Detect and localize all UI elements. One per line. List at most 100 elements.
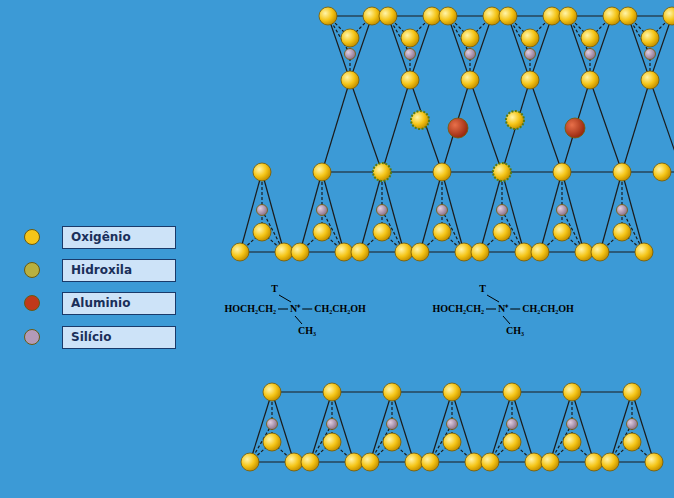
bond-line — [650, 16, 672, 80]
oxygen-atom — [275, 243, 293, 261]
hydroxyl-atom — [411, 111, 429, 129]
silicon-atom — [317, 205, 328, 216]
oxygen-atom — [525, 453, 543, 471]
silicon-atom — [617, 205, 628, 216]
oxygen-atom — [285, 453, 303, 471]
silicon-atom — [557, 205, 568, 216]
bond-stroke — [510, 309, 520, 310]
bond-line — [502, 80, 530, 172]
bond-stroke — [279, 295, 291, 302]
oxygen-atom — [363, 7, 381, 25]
oxygen-atom — [581, 29, 599, 47]
aluminium-atom — [448, 118, 468, 138]
oxygen-atom — [401, 29, 419, 47]
oxygen-atom — [319, 7, 337, 25]
oxygen-atom — [383, 433, 401, 451]
formula-text: CH₂CH₂OH — [314, 304, 366, 314]
silicon-atom — [567, 419, 578, 430]
oxygen-atom — [335, 243, 353, 261]
oxygen-atom — [361, 453, 379, 471]
formula-text: CH₂CH₂OH — [522, 304, 574, 314]
oxygen-atom — [383, 383, 401, 401]
bond-line — [508, 16, 530, 80]
oxygen-atom — [231, 243, 249, 261]
bond-line — [442, 80, 470, 172]
bond-line — [470, 16, 492, 80]
oxygen-atom — [563, 433, 581, 451]
silicon-atom — [327, 419, 338, 430]
silicon-atom — [267, 419, 278, 430]
bond-line — [410, 80, 442, 172]
oxygen-atom — [461, 29, 479, 47]
bond-line — [622, 80, 650, 172]
oxygen-atom — [619, 7, 637, 25]
formula-text: T — [271, 284, 278, 294]
oxygen-atom — [313, 223, 331, 241]
legend-swatch — [24, 262, 40, 278]
bond-line — [562, 80, 590, 172]
silicon-atom — [377, 205, 388, 216]
oxygen-atom — [531, 243, 549, 261]
bond-stroke — [503, 316, 510, 324]
oxygen-atom — [585, 453, 603, 471]
silicon-atom — [447, 419, 458, 430]
oxygen-atom — [471, 243, 489, 261]
bond-line — [650, 80, 674, 172]
bond-line — [410, 16, 432, 80]
legend-swatch — [24, 295, 40, 311]
oxygen-atom — [503, 433, 521, 451]
oxygen-atom — [541, 453, 559, 471]
oxygen-atom — [253, 163, 271, 181]
silicon-atom — [497, 205, 508, 216]
bond-stroke — [295, 316, 302, 324]
oxygen-atom — [553, 223, 571, 241]
oxygen-atom — [263, 433, 281, 451]
oxygen-atom — [563, 383, 581, 401]
oxygen-atom — [423, 7, 441, 25]
oxygen-atom — [395, 243, 413, 261]
oxygen-atom — [623, 383, 641, 401]
oxygen-atom — [613, 163, 631, 181]
oxygen-atom — [241, 453, 259, 471]
hydroxyl-atom — [506, 111, 524, 129]
oxygen-atom — [253, 223, 271, 241]
silicon-atom — [345, 49, 356, 60]
oxygen-atom — [623, 433, 641, 451]
oxygen-atom — [553, 163, 571, 181]
legend-label: Hidroxila — [62, 259, 176, 282]
bond-line — [470, 80, 502, 172]
oxygen-atom — [313, 163, 331, 181]
oxygen-atom — [521, 71, 539, 89]
bond-line — [448, 16, 470, 80]
bond-line — [530, 80, 562, 172]
oxygen-atom — [483, 7, 501, 25]
oxygen-atom — [635, 243, 653, 261]
oxygen-atom — [641, 29, 659, 47]
silicon-atom — [507, 419, 518, 430]
oxygen-atom — [443, 383, 461, 401]
bond-line — [350, 16, 372, 80]
legend-swatch — [24, 329, 40, 345]
hydroxyl-atom — [373, 163, 391, 181]
formula-text: CH₃ — [298, 326, 316, 336]
oxygen-atom — [663, 7, 674, 25]
oxygen-atom — [581, 71, 599, 89]
formula-text: HOCH₂CH₂ — [224, 304, 276, 314]
aluminium-atom — [565, 118, 585, 138]
oxygen-atom — [515, 243, 533, 261]
silicon-atom — [525, 49, 536, 60]
bond-line — [322, 80, 350, 172]
oxygen-atom — [601, 453, 619, 471]
oxygen-atom — [323, 433, 341, 451]
legend-swatch — [24, 229, 40, 245]
silicon-atom — [387, 419, 398, 430]
oxygen-atom — [481, 453, 499, 471]
oxygen-atom — [263, 383, 281, 401]
bond-line — [388, 16, 410, 80]
oxygen-atom — [301, 453, 319, 471]
oxygen-atom — [341, 29, 359, 47]
bond-line — [568, 16, 590, 80]
formula-text: CH₃ — [506, 326, 524, 336]
oxygen-atom — [575, 243, 593, 261]
